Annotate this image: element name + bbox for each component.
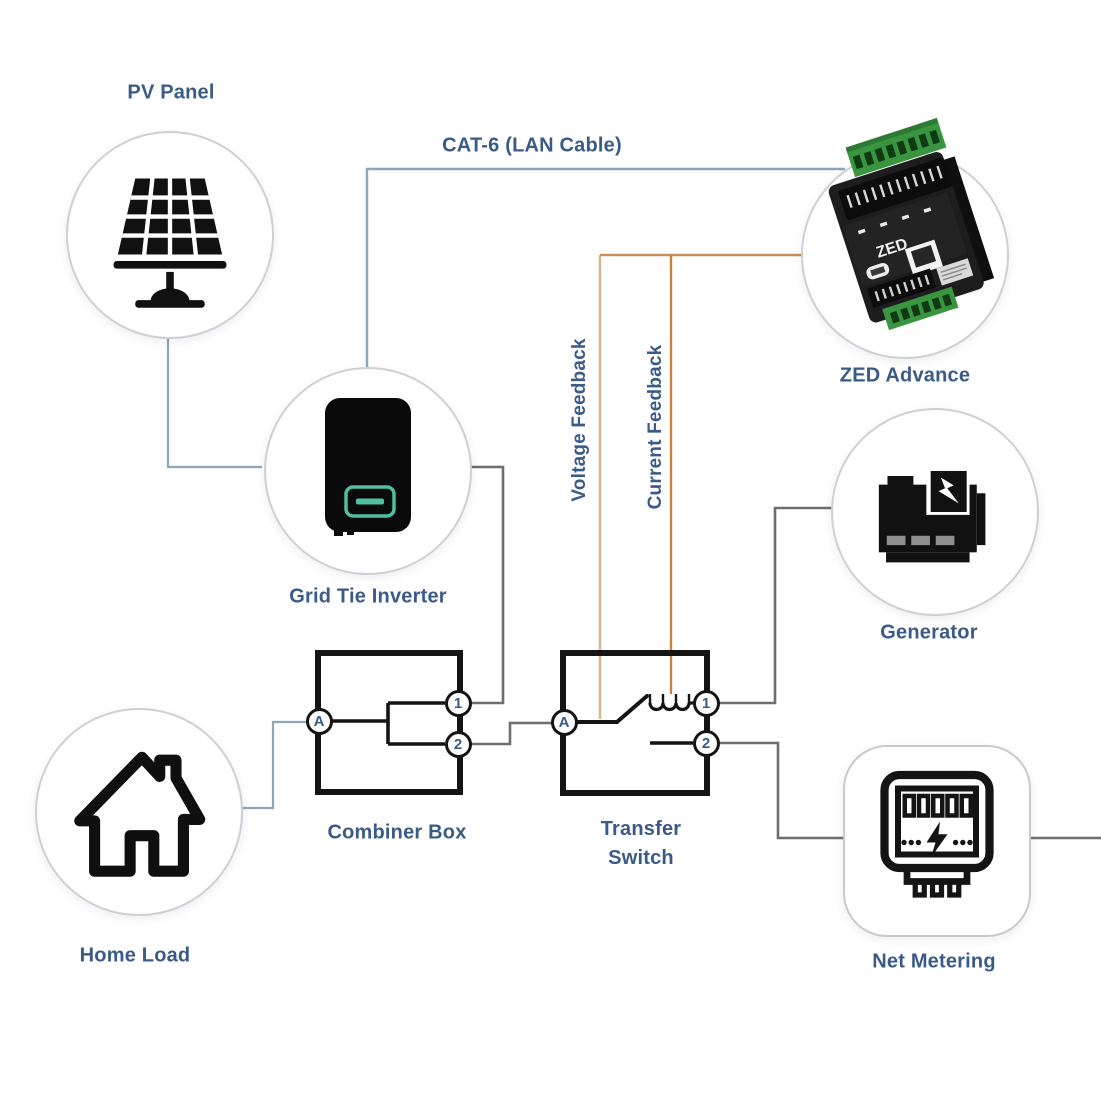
combiner-box-label: Combiner Box xyxy=(327,821,467,844)
meter-icon xyxy=(880,770,994,898)
wire-home-to-combiner xyxy=(239,720,312,810)
combiner-box xyxy=(315,650,463,795)
combiner-terminal-2: 2 xyxy=(444,730,472,758)
house-icon xyxy=(74,751,206,877)
wire-inverter-to-combiner-1 xyxy=(466,465,505,705)
zed-device-image: ZED xyxy=(828,117,995,331)
transfer-terminal-1: 1 xyxy=(692,689,720,717)
solar-panel-icon xyxy=(113,178,227,308)
inverter-icon xyxy=(325,398,411,536)
zed-advance-label: ZED Advance xyxy=(839,364,971,387)
pv-panel-node xyxy=(66,131,274,339)
transfer-switch-box xyxy=(560,650,710,796)
combiner-terminal-a: A xyxy=(305,707,333,735)
home-load-node xyxy=(35,708,243,916)
cat6-cable-label: CAT-6 (LAN Cable) xyxy=(442,134,622,157)
transfer-terminal-2: 2 xyxy=(692,729,720,757)
transfer-terminal-a: A xyxy=(550,708,578,736)
transfer-switch-label: Transfer Switch xyxy=(600,818,682,869)
wire-combiner-2-to-transfer-a xyxy=(470,721,553,746)
generator-icon xyxy=(878,467,986,563)
current-feedback-label: Current Feedback xyxy=(645,344,666,510)
wire-pv-to-inverter xyxy=(166,333,262,469)
net-metering-node xyxy=(843,745,1031,937)
wire-cat6 xyxy=(365,167,845,368)
generator-label: Generator xyxy=(880,621,978,644)
voltage-feedback-label: Voltage Feedback xyxy=(569,338,590,502)
pv-panel-label: PV Panel xyxy=(127,81,215,104)
generator-node xyxy=(831,408,1039,616)
transfer-coil-ticks xyxy=(648,694,691,703)
home-load-label: Home Load xyxy=(79,944,191,967)
wire-transfer-1-to-generator xyxy=(717,506,833,705)
transfer-switch-blade xyxy=(576,694,649,724)
combiner-internal-wiring xyxy=(332,701,445,746)
net-metering-label: Net Metering xyxy=(872,950,996,973)
wire-transfer-2-to-net-metering xyxy=(717,741,845,840)
combiner-terminal-1: 1 xyxy=(444,689,472,717)
grid-tie-inverter-node xyxy=(264,367,472,575)
grid-tie-inverter-label: Grid Tie Inverter xyxy=(289,585,447,608)
